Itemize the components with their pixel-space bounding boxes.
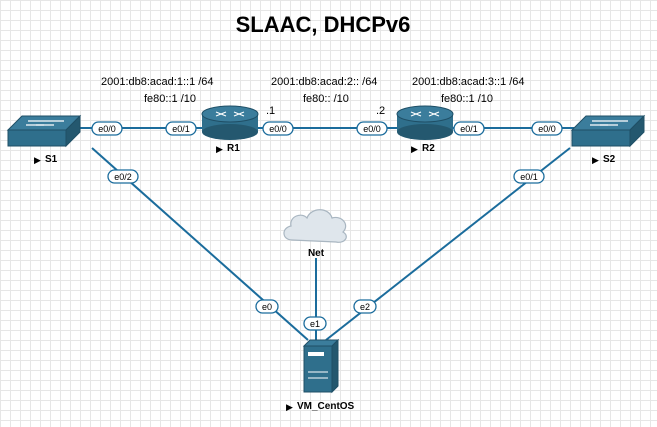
lan1-prefix: 2001:db8:acad:1::1 /64 [101, 76, 214, 88]
switch-front [571, 129, 631, 147]
port-vm-e1: e1 [303, 316, 327, 331]
svg-text:e0/2: e0/2 [114, 172, 132, 182]
router-arrows [215, 111, 245, 117]
transit-link-local: fe80:: /10 [303, 93, 349, 105]
s1-play-icon: ▶ [34, 155, 41, 165]
switch-side [65, 114, 81, 148]
port-s2-e00: e0/0 [531, 121, 563, 136]
vm-label: VM_CentOS [297, 401, 355, 412]
r1-play-icon: ▶ [216, 144, 223, 154]
svg-text:e0/1: e0/1 [520, 172, 538, 182]
port-vm-e0: e0 [255, 299, 279, 314]
lan2-prefix: 2001:db8:acad:3::1 /64 [412, 76, 525, 88]
port-labels: e0/0 e0/1 e0/0 e0/0 e0/1 e0/0 e0/2 e0/1 [91, 121, 563, 331]
s2-play-icon: ▶ [592, 155, 599, 165]
lan1-link-local: fe80::1 /10 [144, 93, 196, 105]
transit-prefix: 2001:db8:acad:2:: /64 [271, 76, 377, 88]
port-r1-e00: e0/0 [262, 121, 294, 136]
switch-arrows [26, 120, 64, 126]
server-drive [308, 352, 324, 356]
cloud-net[interactable]: Net [283, 209, 347, 259]
switch-s2[interactable]: ▶ S2 [570, 114, 646, 165]
r2-play-icon: ▶ [411, 144, 418, 154]
s1-label: S1 [45, 154, 58, 165]
lan2-link-local: fe80::1 /10 [441, 93, 493, 105]
router-bottom [397, 124, 453, 140]
server-side [331, 338, 339, 394]
net-label: Net [308, 248, 325, 259]
port-s1-e00: e0/0 [91, 121, 123, 136]
vm-play-icon: ▶ [286, 402, 293, 412]
svg-text:e0/0: e0/0 [98, 124, 116, 134]
svg-text:e0/0: e0/0 [538, 124, 556, 134]
router-r2[interactable]: ▶ R2 [396, 105, 454, 154]
cloud-icon [283, 209, 347, 243]
r2-label: R2 [422, 143, 435, 154]
svg-text:e0: e0 [262, 302, 272, 312]
switch-arrows [590, 120, 628, 126]
svg-text:e1: e1 [310, 319, 320, 329]
switch-s1[interactable]: ▶ S1 [6, 114, 82, 165]
svg-text:e0/0: e0/0 [269, 124, 287, 134]
router-arrows [410, 111, 440, 117]
diagram-title: SLAAC, DHCPv6 [236, 12, 411, 37]
svg-text:e0/1: e0/1 [172, 124, 190, 134]
r2-host-id: .2 [376, 105, 385, 117]
svg-text:e0/1: e0/1 [460, 124, 478, 134]
address-labels: 2001:db8:acad:1::1 /64 fe80::1 /10 2001:… [101, 76, 525, 117]
r1-label: R1 [227, 143, 240, 154]
port-vm-e2: e2 [353, 299, 377, 314]
port-s1-e02: e0/2 [107, 169, 139, 184]
port-r2-e00: e0/0 [356, 121, 388, 136]
router-r1[interactable]: ▶ R1 [201, 105, 259, 154]
port-s2-e01: e0/1 [513, 169, 545, 184]
router-bottom [202, 124, 258, 140]
vm-centos[interactable]: ▶ VM_CentOS [286, 338, 355, 412]
port-r2-e01: e0/1 [453, 121, 485, 136]
s2-label: S2 [603, 154, 616, 165]
router-icon [201, 105, 259, 123]
router-icon [396, 105, 454, 123]
svg-text:e2: e2 [360, 302, 370, 312]
switch-front [7, 129, 67, 147]
r1-host-id: .1 [266, 105, 275, 117]
svg-text:e0/0: e0/0 [363, 124, 381, 134]
switch-side [629, 114, 645, 148]
port-r1-e01: e0/1 [165, 121, 197, 136]
